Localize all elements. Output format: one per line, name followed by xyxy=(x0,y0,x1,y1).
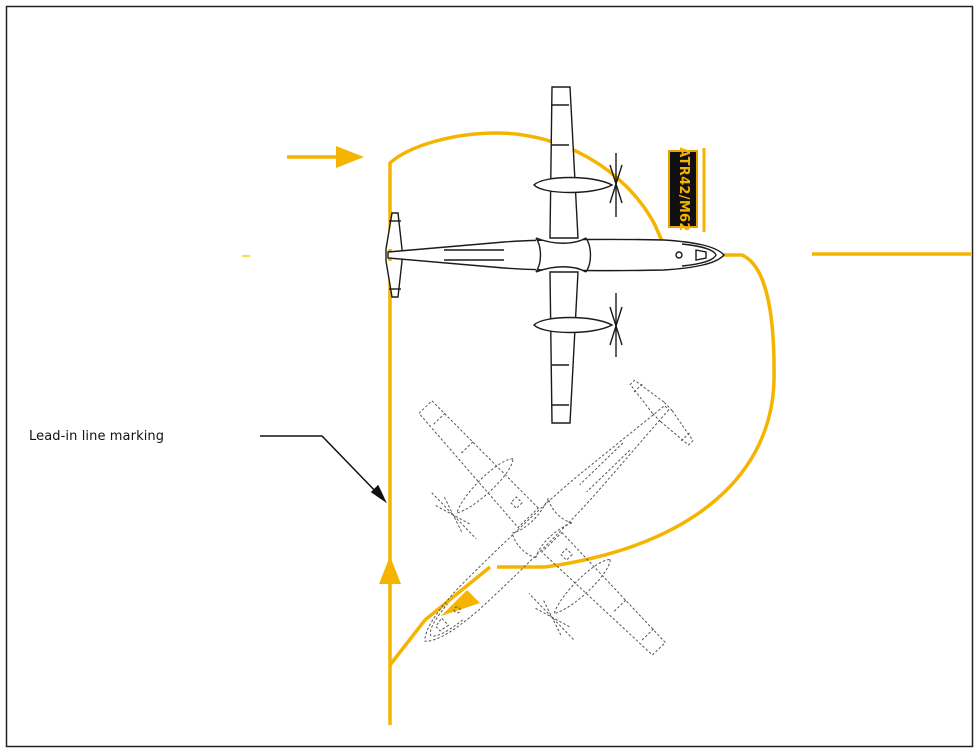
entry-arrow-icon xyxy=(287,146,364,168)
callout-leader xyxy=(260,435,387,504)
atr-aircraft-top-view-solid xyxy=(385,86,725,424)
stand-sign: ATR42/M62 xyxy=(668,147,698,231)
arrow-down-left-icon xyxy=(441,590,480,616)
stand-sign-text: ATR42/M62 xyxy=(675,146,691,232)
arrow-up-icon xyxy=(379,556,401,584)
atr-aircraft-top-view-dashed xyxy=(307,285,786,754)
lead-in-line-label: Lead-in line marking xyxy=(29,429,165,444)
diagram-border xyxy=(5,5,974,748)
taxi-guidance-line xyxy=(388,131,971,725)
